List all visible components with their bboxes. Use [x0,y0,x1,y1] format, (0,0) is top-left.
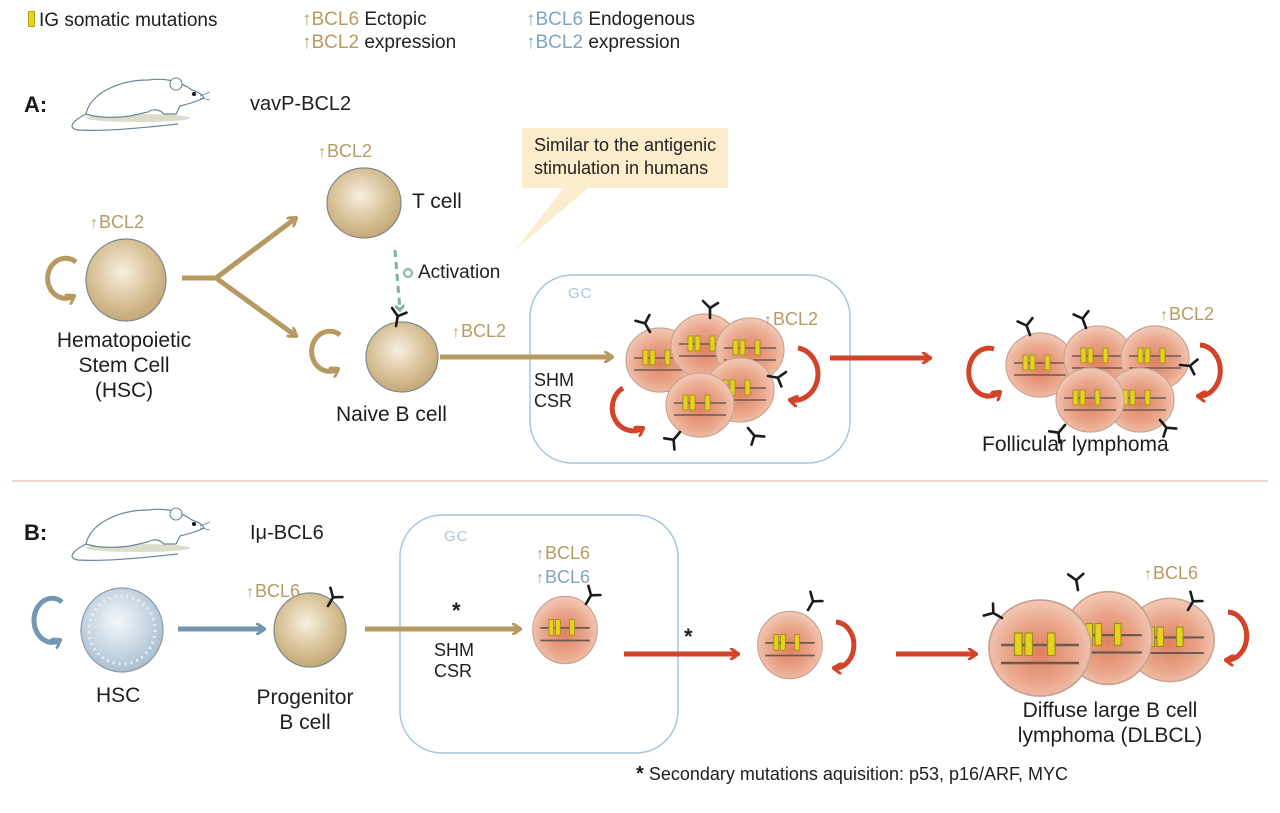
gc-loop-right-a [790,345,821,400]
up-arrow-icon: ↑ [526,9,536,30]
callout-box: Similar to the antigenic stimulation in … [522,128,729,188]
tcell-label: T cell [412,190,462,213]
callout-pointer [515,180,598,250]
legend-ectopic-word1: Ectopic [364,9,427,30]
transformed-cell-loop [834,619,857,668]
panel-b-label: B: [24,520,48,545]
gc-b-asterisk: * [452,598,461,623]
dlbcl-cell-cluster [982,570,1216,698]
legend-ectopic-word2: expression [364,32,457,53]
gc-cell-b [531,584,603,665]
fl-gene-label: ↑BCL2 [1160,304,1215,324]
shm-label: SHM [534,370,574,390]
hsc-a-gene-label: ↑BCL2 [90,212,145,232]
gc-b-endogenous-gene-label: ↑BCL6 [536,567,591,587]
mutation-bar-icon [28,11,35,27]
gc-a-processes: SHM CSR [534,370,574,412]
gc-b-ectopic-gene-label: ↑BCL6 [536,543,591,563]
legend-ectopic: ↑BCL6 Ectopic ↑BCL2 expression [302,8,456,54]
hsc-b-name: HSC [96,684,141,707]
legend-mutations-label: IG somatic mutations [39,10,218,31]
activation-label: Activation [418,262,501,283]
csr-label-b: CSR [434,661,473,681]
up-arrow-icon: ↑ [302,32,312,53]
panel-b-strain: Iμ-BCL6 [250,522,324,544]
footnote: * Secondary mutations aquisition: p53, p… [636,763,1068,786]
callout-line2: stimulation in humans [534,158,709,178]
legend-ectopic-gene2: BCL2 [311,32,360,53]
mouse-illustration-b [71,507,211,561]
activation-icon [403,268,413,278]
gc-box-b [399,514,679,754]
gc-a-gene-label: ↑BCL2 [764,309,819,329]
hsc-cell-b [80,587,164,673]
fl-name: Follicular lymphoma [982,433,1169,456]
fl-loop-right [1198,342,1223,396]
gc-b-processes: SHM CSR [434,640,474,682]
gc-loop-left-a [609,385,643,431]
arrow-to-naive-b [214,275,296,336]
arrow-to-tcell [214,218,296,280]
dlbcl-loop [1226,609,1250,660]
shm-label-b: SHM [434,640,474,660]
legend-endogenous-gene1: BCL6 [535,9,584,30]
hsc-self-renewal-arrow-b [31,595,64,642]
legend-endogenous-gene2: BCL2 [535,32,584,53]
up-arrow-icon: ↑ [302,9,312,30]
hsc-self-renewal-arrow [45,255,78,298]
csr-label: CSR [534,391,573,411]
naive-b-self-renewal-arrow [309,328,342,371]
progenitor-b-cell [273,586,347,668]
transformed-cell [756,590,825,680]
progenitor-gene-label: ↑BCL6 [246,581,301,601]
mouse-illustration-a [71,77,211,131]
transition-asterisk: * [684,624,693,649]
legend-endogenous: ↑BCL6 Endogenous ↑BCL2 expression [526,8,695,54]
gc-cell-cluster-a [625,299,788,451]
legend-endogenous-word2: expression [588,32,681,53]
up-arrow-icon: ↑ [526,32,536,53]
gc-a-label: GC [568,285,593,302]
panel-a-strain: vavP-BCL2 [250,93,352,115]
tcell-gene-label: ↑BCL2 [318,141,373,161]
footnote-asterisk: * [636,763,644,785]
callout-line1: Similar to the antigenic [534,135,717,155]
activation-arrow [393,249,400,310]
progenitor-name: Progenitor B cell [256,686,354,734]
naive-b-gene-label: ↑BCL2 [452,321,507,341]
dlbcl-gene-label: ↑BCL6 [1144,563,1199,583]
fl-loop-left [966,345,1000,396]
legend-ectopic-gene1: BCL6 [311,9,360,30]
panel-a-label: A: [24,92,48,117]
gc-box-a [529,274,851,464]
gc-b-label: GC [444,528,469,545]
dlbcl-name: Diffuse large B cell lymphoma (DLBCL) [1017,699,1203,747]
naive-b-name: Naive B cell [336,403,447,426]
footnote-text: Secondary mutations aquisition: p53, p16… [648,764,1069,784]
tcell [326,167,402,239]
hsc-a-name: Hematopoietic Stem Cell (HSC) [56,329,192,402]
naive-b-cell [365,306,439,393]
legend-endogenous-word1: Endogenous [588,9,696,30]
fl-cell-cluster [1005,307,1199,444]
legend-mutations: IG somatic mutations [28,10,217,32]
hsc-cell-a [85,238,167,322]
